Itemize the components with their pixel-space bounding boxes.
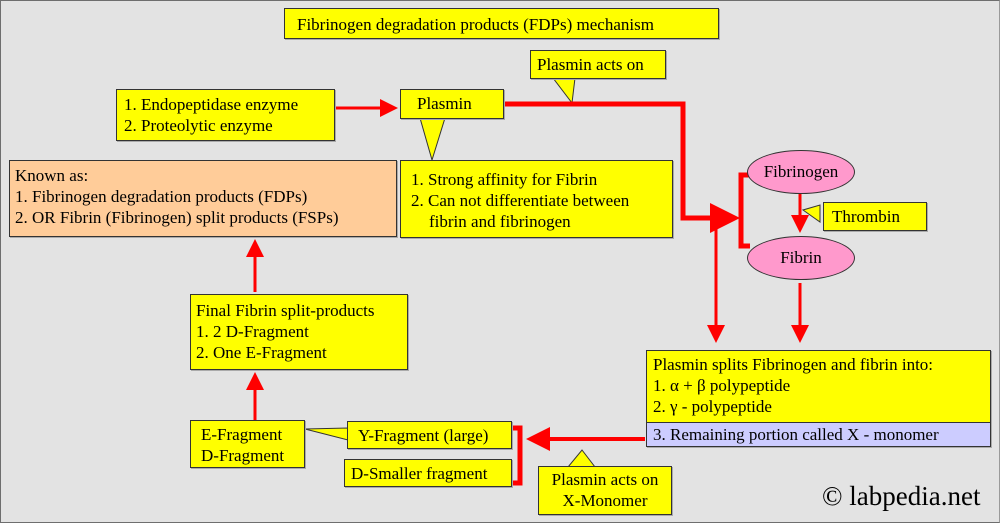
fragment-bracket <box>512 425 523 486</box>
y-fragment-pointer <box>304 427 349 441</box>
watermark-text: © labpedia.net <box>822 481 981 511</box>
fibrinogen-node: Fibrinogen <box>747 150 855 194</box>
plasmin-callout: Plasmin <box>400 89 504 119</box>
known-as-box: Known as: 1. Fibrinogen degradation prod… <box>9 160 397 237</box>
e-d-fragment-box: E-Fragment D-Fragment <box>190 420 305 468</box>
d-smaller-fragment-box: D-Smaller fragment <box>344 459 512 487</box>
thrombin-pointer <box>801 204 821 223</box>
plasmin-acts-on-pointer <box>551 77 576 105</box>
plasmin-acts-x-callout: Plasmin acts on X-Monomer <box>538 466 672 515</box>
title-box: Fibrinogen degradation products (FDPs) m… <box>284 8 719 39</box>
y-fragment-box: Y-Fragment (large) <box>347 421 512 449</box>
thrombin-callout: Thrombin <box>823 202 927 231</box>
plasmin-properties-box: 1. Strong affinity for Fibrin 2. Can not… <box>400 160 673 238</box>
enzyme-box: 1. Endopeptidase enzyme 2. Proteolytic e… <box>116 89 335 141</box>
diagram-title: Fibrinogen degradation products (FDPs) m… <box>297 15 654 34</box>
plasmin-acts-x-pointer <box>566 449 597 468</box>
fibrin-node: Fibrin <box>747 236 855 280</box>
plasmin-splits-box: Plasmin splits Fibrinogen and fibrin int… <box>646 350 991 423</box>
plasmin-acts-on-callout: Plasmin acts on <box>530 50 666 79</box>
final-products-box: Final Fibrin split-products 1. 2 D-Fragm… <box>190 294 408 370</box>
x-monomer-box: 3. Remaining portion called X - monomer <box>646 422 991 447</box>
plasmin-pointer <box>419 117 446 162</box>
substrate-bracket <box>738 172 750 249</box>
watermark: © labpedia.net <box>822 481 980 512</box>
arrow-plasmin-to-substrates <box>505 101 740 233</box>
